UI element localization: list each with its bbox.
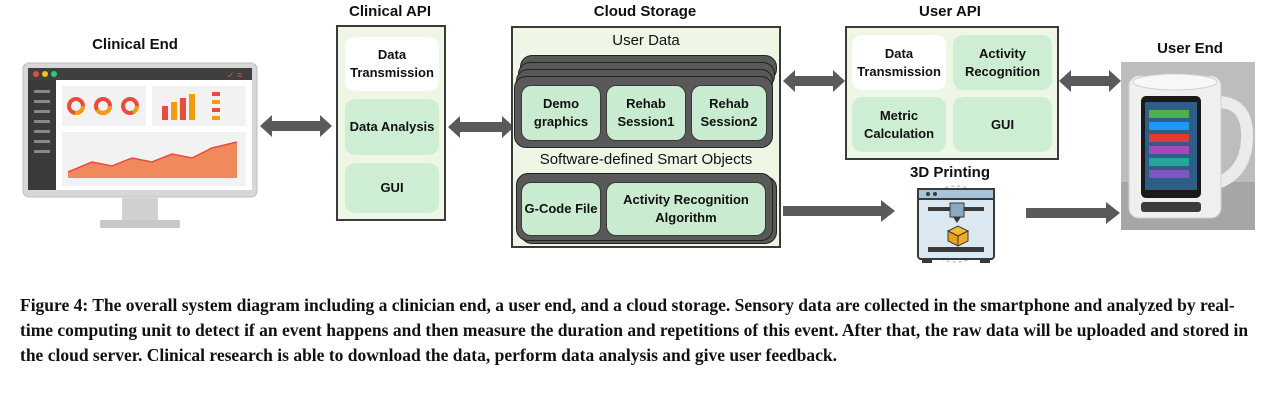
user-api-activity-recognition: Activity Recognition bbox=[953, 35, 1052, 90]
user-api-data-transmission: Data Transmission bbox=[852, 35, 946, 90]
user-end-title: User End bbox=[1157, 40, 1223, 57]
user-data-rehab-session1: Rehab Session1 bbox=[606, 85, 686, 141]
clinical-api-title: Clinical API bbox=[349, 3, 431, 20]
monitor-illustration: ✓ ≡ bbox=[22, 62, 260, 234]
clinical-api-data-analysis: Data Analysis bbox=[345, 99, 439, 155]
user-api-title: User API bbox=[919, 3, 981, 20]
smart-objects-label: Software-defined Smart Objects bbox=[539, 151, 753, 168]
figure-caption: Figure 4: The overall system diagram inc… bbox=[20, 295, 1249, 365]
arrow-3d-printing-user-end bbox=[1026, 202, 1120, 224]
arrow-clinical-api-cloud bbox=[448, 116, 514, 138]
clinical-api-gui: GUI bbox=[345, 163, 439, 213]
clinical-api-data-transmission: Data Transmission bbox=[345, 37, 439, 91]
user-api-gui: GUI bbox=[953, 97, 1052, 152]
smart-objects-activity-recognition: Activity Recognition Algorithm bbox=[606, 182, 766, 236]
3d-printer-icon bbox=[908, 183, 1004, 265]
user-data-label: User Data bbox=[612, 32, 680, 49]
arrow-cloud-user-api bbox=[783, 70, 845, 92]
arrow-cloud-3d-printing bbox=[783, 200, 895, 222]
3d-printing-title: 3D Printing bbox=[909, 164, 990, 181]
clinical-end-title: Clinical End bbox=[92, 36, 178, 53]
arrow-user-api-user-end bbox=[1059, 70, 1121, 92]
svg-text:✓ ≡: ✓ ≡ bbox=[227, 70, 242, 80]
user-data-demographics: Demo graphics bbox=[521, 85, 601, 141]
smart-mug-photo bbox=[1121, 62, 1255, 230]
smart-objects-gcode-file: G-Code File bbox=[521, 182, 601, 236]
arrow-clinical-end-api bbox=[260, 115, 332, 137]
user-api-metric-calculation: Metric Calculation bbox=[852, 97, 946, 152]
cloud-storage-title: Cloud Storage bbox=[593, 3, 697, 20]
user-data-rehab-session2: Rehab Session2 bbox=[691, 85, 767, 141]
